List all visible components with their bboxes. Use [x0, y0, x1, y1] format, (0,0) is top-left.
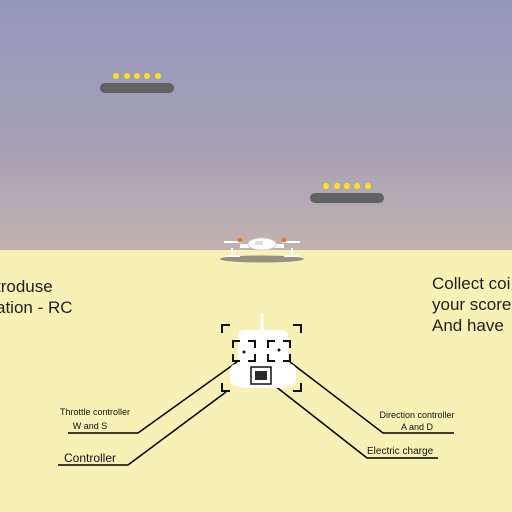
direction-controller-keys: A and D	[400, 422, 434, 432]
floating-platform-2	[310, 193, 384, 203]
direction-controller-label: Direction controller A and D	[372, 410, 462, 432]
coin	[354, 183, 360, 189]
coin	[113, 73, 119, 79]
controller-label: Controller	[64, 451, 117, 465]
floating-platform-1	[100, 83, 174, 93]
objective-line-3: And have	[432, 316, 504, 335]
callout-lines	[58, 361, 454, 466]
coin	[134, 73, 140, 79]
intro-line-1: troduse	[0, 277, 53, 296]
coin	[323, 183, 329, 189]
objective-line-2: your score	[432, 295, 512, 314]
intro-text: troduse ation - RC	[0, 276, 73, 318]
sky	[0, 0, 512, 250]
coin	[124, 73, 130, 79]
intro-line-2: ation - RC	[0, 298, 73, 317]
coin	[155, 73, 161, 79]
throttle-controller-label: Throttle controller W and S	[60, 407, 131, 431]
rc-transmitter-icon	[221, 313, 302, 392]
coin	[144, 73, 150, 79]
coin	[334, 183, 340, 189]
direction-controller-title: Direction controller	[379, 410, 455, 420]
electric-charge-label: Electric charge	[367, 446, 434, 457]
objective-line-1: Collect coi	[432, 274, 511, 293]
objective-text: Collect coi your score And have	[432, 273, 511, 336]
coin	[365, 183, 371, 189]
throttle-controller-title: Throttle controller	[60, 407, 131, 417]
throttle-controller-keys: W and S	[72, 421, 108, 431]
coin	[344, 183, 350, 189]
